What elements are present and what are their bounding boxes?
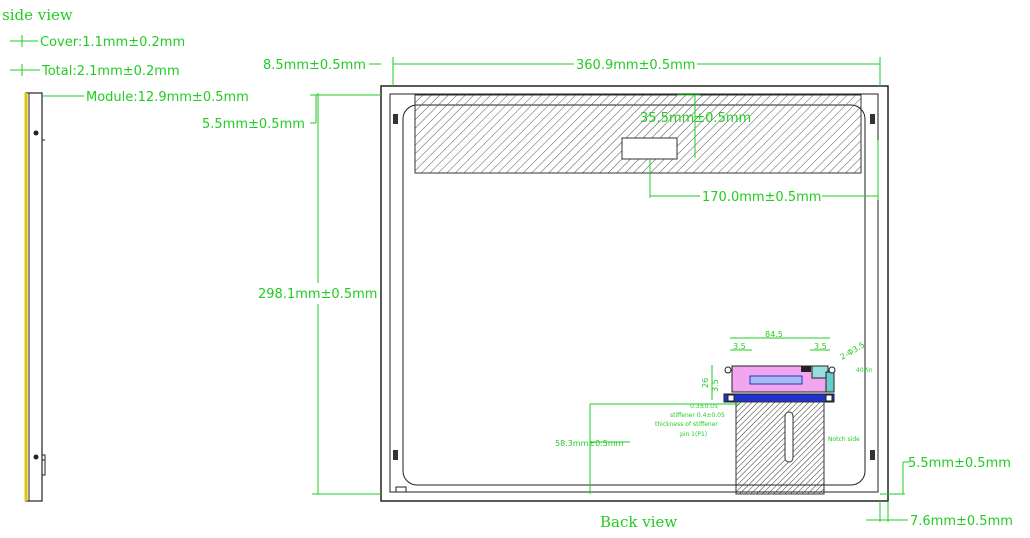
pcb-side-connector (825, 371, 835, 393)
pcb-hole-right (828, 366, 836, 374)
pcb-note5: Notch side (828, 436, 860, 443)
pcb-note2: stiffener 0.4±0.05 (670, 412, 725, 419)
top-hatched-area (414, 94, 862, 174)
side-connector-bump (41, 454, 46, 476)
pcb-holes-label: 2-Φ3.5 (839, 340, 867, 361)
clip-br (870, 450, 875, 460)
pcb-span-label: 84.5 (765, 330, 783, 339)
pcb-note1: 0.3±0.05 (690, 403, 718, 410)
connector-pin1-marker (727, 394, 735, 402)
fpc-slot (784, 411, 794, 463)
clip-bl (393, 450, 398, 460)
pcb-h1-label: 26 (701, 378, 710, 388)
cover-dim-label: Cover:1.1mm±0.2mm (40, 35, 185, 50)
pcb-note3: thickness of stiffener (655, 421, 718, 428)
pcb-hole-left (724, 366, 732, 374)
pcb-right-gap-label: 3.5 (814, 342, 827, 351)
total-dim-label: Total:2.1mm±0.2mm (41, 64, 180, 79)
side-view: Cover:1.1mm±0.2mm Total:2.1mm±0.2mm Modu… (10, 35, 249, 502)
back-outer-frame (380, 85, 889, 502)
left-offset-label: 5.5mm±0.5mm (202, 117, 305, 132)
module-dim-label: Module:12.9mm±0.5mm (86, 90, 249, 105)
back-inner-frame (389, 93, 879, 493)
clip-tl (393, 114, 398, 124)
back-view: 8.5mm±0.5mm 360.9mm±0.5mm 5.5mm±0.5mm 29… (202, 57, 1013, 529)
pcb-note4: pin 1(P1) (680, 431, 707, 438)
window-x-label: 170.0mm±0.5mm (702, 190, 821, 205)
pcb-chip (749, 375, 803, 385)
pcb-left-gap-label: 3.5 (733, 342, 746, 351)
side-module-body (25, 92, 43, 502)
back-view-title: Back view (600, 513, 677, 531)
bottom-offset-label: 7.6mm±0.5mm (910, 514, 1013, 529)
side-screw-bottom (33, 454, 39, 460)
side-screw-top (33, 130, 39, 136)
pcb-h2-label: 3.5 (711, 379, 720, 392)
height-dim-label: 298.1mm±0.5mm (258, 287, 377, 302)
window-height-label: 35.5mm±0.5mm (640, 111, 751, 126)
top-window (621, 137, 678, 160)
corner-mark (395, 486, 407, 493)
clip-tr (870, 114, 875, 124)
right-offset-label: 5.5mm±0.5mm (908, 456, 1011, 471)
pcb-small-chip (801, 366, 811, 372)
side-view-title: side view (2, 6, 73, 24)
width-dim-label: 360.9mm±0.5mm (576, 58, 695, 73)
top-offset-label: 8.5mm±0.5mm (263, 58, 366, 73)
connector-end-marker (825, 394, 833, 402)
conn-y-label: 58.3mm±0.5mm (555, 439, 624, 448)
pcb-note6: 40Pin (856, 367, 873, 374)
fpc-tail (735, 401, 825, 495)
pcb-assembly: 84.5 3.5 3.5 2-Φ3.5 26 3.5 0.3±0.05 stif… (655, 330, 873, 495)
fpc-connector (723, 393, 835, 403)
